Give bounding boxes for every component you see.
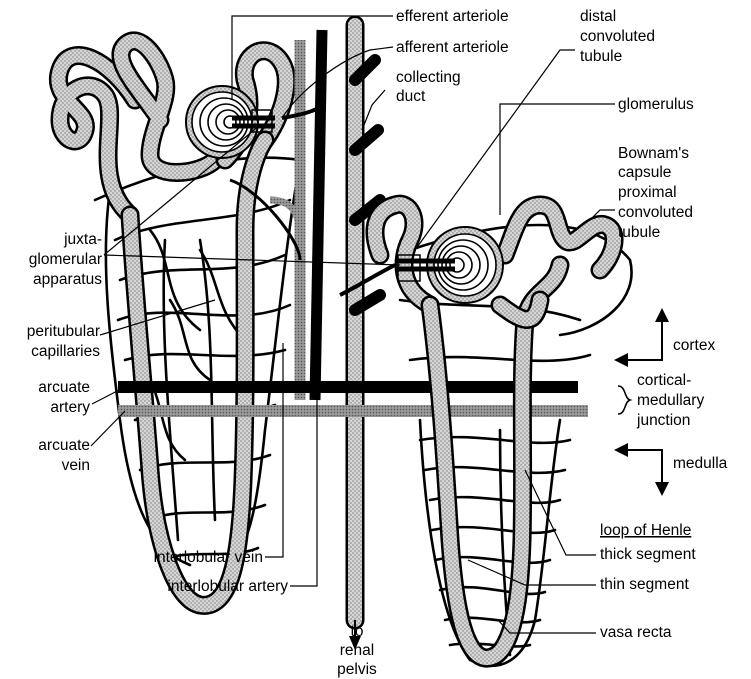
label-juxta-line2: glomerular xyxy=(29,251,102,268)
label-bowmans-line1: Bownam's xyxy=(618,145,689,162)
label-distal-line2: convoluted xyxy=(580,28,655,45)
medulla-left-arrowhead xyxy=(614,443,628,457)
label-cortex: cortex xyxy=(673,337,715,354)
interlobular-artery-vessel xyxy=(315,30,322,400)
label-junction-line3: junction xyxy=(636,412,690,429)
label-loop-of-henle: loop of Henle xyxy=(600,522,691,539)
label-thin-segment: thin segment xyxy=(600,576,689,593)
arcuate-artery-bar xyxy=(118,381,578,393)
label-collecting-duct-line1: collecting xyxy=(396,69,461,86)
label-arcuate-artery-line1: arcuate xyxy=(38,379,90,396)
junction-brace xyxy=(618,386,630,414)
label-arcuate-vein-line2: vein xyxy=(62,457,90,474)
label-juxta-line1: juxta- xyxy=(63,231,102,248)
label-thick-segment: thick segment xyxy=(600,546,696,563)
label-junction-line1: cortical- xyxy=(637,372,691,389)
right-nephron xyxy=(340,204,632,665)
label-interlobular-artery: interlobular artery xyxy=(167,578,288,595)
label-vasa-recta: vasa recta xyxy=(600,624,672,641)
cortex-up-arrowhead xyxy=(655,308,669,322)
label-afferent-arteriole: afferent arteriole xyxy=(396,39,509,56)
label-pelvis: pelvis xyxy=(337,661,377,678)
label-arcuate-artery-line2: artery xyxy=(50,399,90,416)
label-proximal-line3: tubule xyxy=(618,224,660,241)
label-to: to xyxy=(351,623,364,640)
label-distal-line1: distal xyxy=(580,8,616,25)
label-juxta-line3: apparatus xyxy=(33,271,102,288)
cortex-left-arrowhead xyxy=(614,353,628,367)
label-medulla: medulla xyxy=(673,455,728,472)
label-peritubular-line2: capillaries xyxy=(31,343,100,360)
label-efferent-arteriole: efferent arteriole xyxy=(396,8,509,25)
label-arcuate-vein-line1: arcuate xyxy=(38,437,90,454)
label-interlobular-vein: interlobular vein xyxy=(154,549,263,566)
label-proximal-line2: convoluted xyxy=(618,204,693,221)
label-bowmans-line2: capsule xyxy=(618,164,671,181)
label-renal: renal xyxy=(340,642,374,659)
label-distal-line3: tubule xyxy=(580,48,622,65)
label-collecting-duct-line2: duct xyxy=(396,88,426,105)
label-glomerulus: glomerulus xyxy=(618,96,694,113)
label-peritubular-line1: peritubular xyxy=(27,323,100,340)
medulla-down-arrowhead xyxy=(655,482,669,496)
label-proximal-line1: proximal xyxy=(618,184,677,201)
label-junction-line2: medullary xyxy=(637,392,704,409)
